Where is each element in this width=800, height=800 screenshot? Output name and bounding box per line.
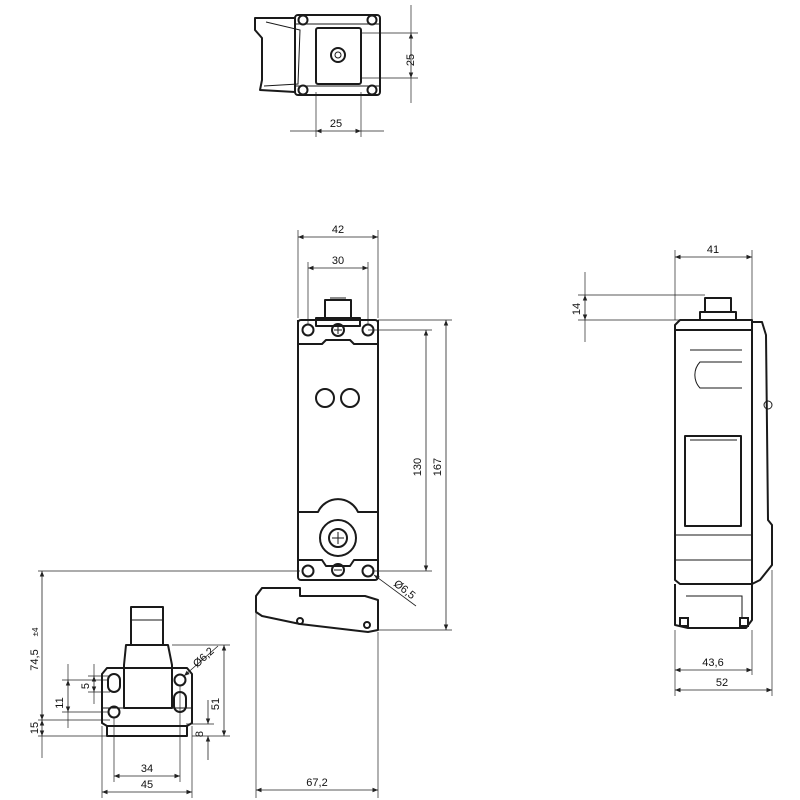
actuator-dim-height-base: 15 <box>29 722 41 734</box>
side-dim-width-overall: 52 <box>716 677 728 689</box>
actuator-dim-height-right: 51 <box>210 698 222 710</box>
actuator-dim-slot-length: 5 <box>80 683 92 689</box>
side-dim-width-body: 43,6 <box>702 657 723 669</box>
side-view: 41 14 43,6 52 <box>571 244 773 696</box>
front-dim-height-overall: 167 <box>432 458 444 476</box>
front-dim-width-overall: 42 <box>332 224 344 236</box>
actuator-dim-hole-diameter: Ø6,2 <box>191 645 217 670</box>
front-view: 42 30 130 167 Ø6,5 67,2 <box>255 224 452 798</box>
side-dim-width-top: 41 <box>707 244 719 256</box>
top-view: 25 25 <box>254 5 418 137</box>
actuator-dim-hole-offset: 11 <box>54 697 66 708</box>
top-dim-height: 25 <box>405 54 417 66</box>
front-dim-height-holes: 130 <box>412 458 424 476</box>
actuator-dim-hole-spacing: 34 <box>141 763 153 775</box>
side-dim-connector-height: 14 <box>571 303 583 315</box>
actuator-dim-tolerance: ±4 <box>31 627 40 636</box>
actuator-view: 74,5 ±4 15 11 5 Ø6,2 51 8 <box>29 570 300 798</box>
actuator-dim-base-width: 45 <box>141 779 153 791</box>
front-dim-hole-diameter: Ø6,5 <box>391 578 417 602</box>
front-dim-width-holes: 30 <box>332 255 344 267</box>
actuator-dim-height-total: 74,5 <box>29 649 41 670</box>
actuator-dim-bottom-offset: 8 <box>194 731 206 737</box>
top-dim-width: 25 <box>330 118 342 130</box>
front-dim-total-width: 67,2 <box>306 777 327 789</box>
